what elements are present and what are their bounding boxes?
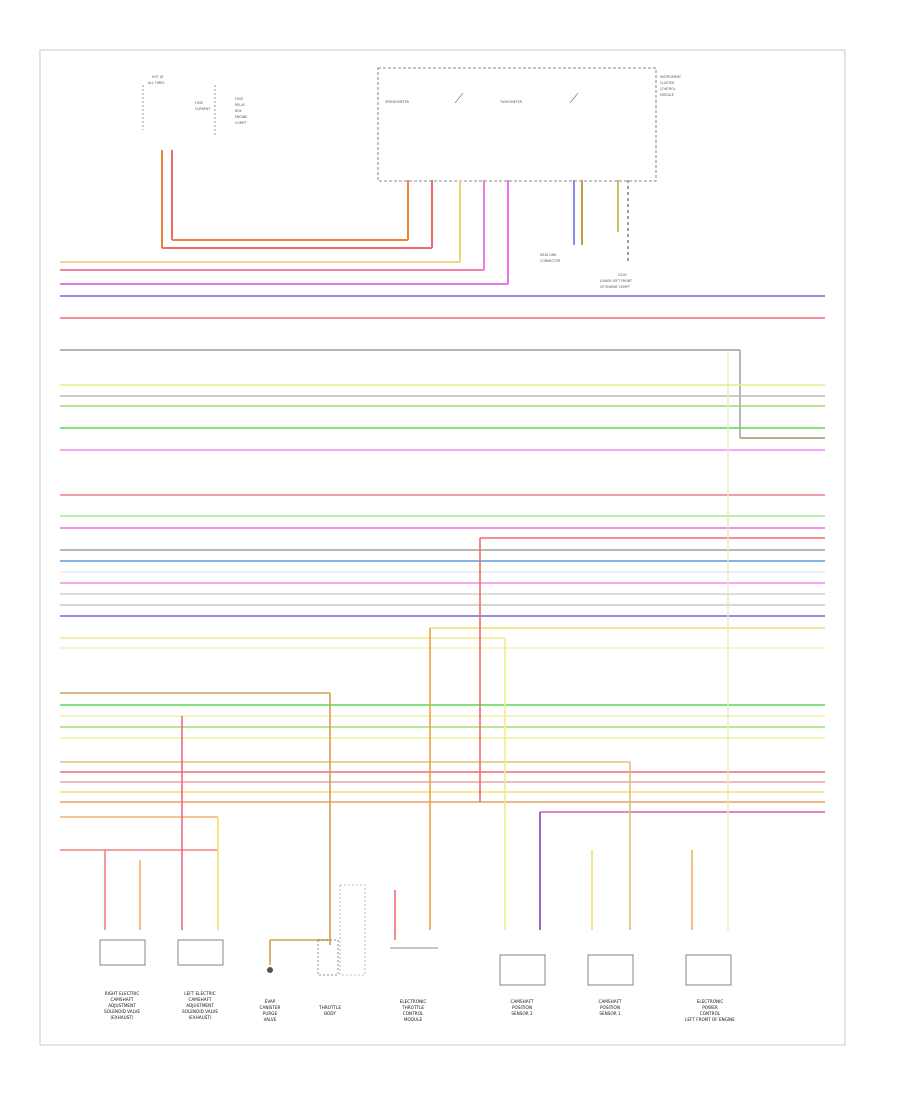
caption-4-4: MODULE [404,1017,423,1022]
caption-0-4: SOLENOID VALVE [104,1009,140,1014]
caption-5-3: SENSOR 2 [511,1011,533,1016]
component-throttle-body [317,884,366,976]
caption-4-2: THROTTLE [401,1005,424,1010]
diagram-frame [39,49,846,1046]
fuse-caption-1: FUSE [195,101,203,105]
caption-7-2: POWER [702,1005,718,1010]
caption-6-2: POSITION [600,1005,620,1010]
bus-wires [60,261,825,851]
caption-4-3: CONTROL [403,1011,424,1016]
component-power-control [685,954,732,986]
caption-0-1: RIGHT ELECTRIC [105,991,140,996]
component-right-cam-solenoid [99,939,146,966]
dlc-note-1: DATA LINK [540,253,557,257]
caption-6-3: SENSOR 1 [599,1011,621,1016]
fuse-box-caption-2: RELAY [235,103,245,107]
module-caption-2: CLUSTER [660,81,675,85]
caption-7-3: CONTROL [700,1011,721,1016]
ground-note-1: G100 [618,273,627,277]
fuse-title-2: ALL TIMES [148,81,164,85]
module-caption-4: MODULE [660,93,674,97]
dlc-note-2: CONNECTOR [540,259,561,263]
caption-1-4: SOLENOID VALVE [182,1009,218,1014]
component-cam-sensor-2 [499,954,546,986]
speedometer-label: SPEEDOMETER [385,100,410,104]
caption-2-2: CANISTER [260,1005,281,1010]
caption-1-3: ADJUSTMENT [186,1003,214,1008]
component-cam-sensor-1 [587,954,634,986]
component-evap-valve [267,967,273,973]
caption-1-1: LEFT ELECTRIC [184,991,215,996]
fuse-box-caption-3: BOX [235,109,242,113]
caption-6-1: CAMSHAFT [599,999,622,1004]
caption-7-1: ELECTRONIC [697,999,724,1004]
fuse-box-caption-1: FUSE [235,97,243,101]
fuse-title-1: HOT AT [152,75,164,79]
caption-3-2: BODY [324,1011,336,1016]
caption-4-1: ELECTRONIC [400,999,427,1004]
caption-0-3: ADJUSTMENT [108,1003,136,1008]
caption-2-3: PURGE [263,1011,278,1016]
fuse-caption-2: CURRENT [195,107,210,111]
tachometer-label: TACHOMETER [499,100,523,104]
caption-0-5: (EXHAUST) [110,1015,133,1020]
fuse-box-caption-4: ENGINE [235,115,247,119]
module-caption-1: INSTRUMENT [660,75,681,79]
module-caption-3: CONTROL [660,87,676,91]
caption-5-1: CAMSHAFT [511,999,534,1004]
caption-1-5: (EXHAUST) [188,1015,211,1020]
ground-note-3: OF ENGINE COMPT [600,285,630,289]
caption-3-1: THROTTLE [318,1005,341,1010]
vertical-drops [104,350,729,965]
caption-7-4: LEFT FRONT OF ENGINE [685,1017,735,1022]
ground-note-2: LOWER LEFT FRONT [600,279,632,283]
fuse-box-caption-5: COMPT [235,121,246,125]
caption-2-4: VALVE [264,1017,277,1022]
caption-0-2: CAMSHAFT [111,997,134,1002]
component-left-cam-solenoid [177,939,224,966]
module-connector-stubs [161,150,629,284]
caption-5-2: POSITION [512,1005,532,1010]
caption-2-1: EVAP [265,999,276,1004]
fuse-block: HOT AT ALL TIMES FUSE CURRENT FUSE RELAY… [142,75,247,135]
component-captions: RIGHT ELECTRIC CAMSHAFT ADJUSTMENT SOLEN… [104,991,735,1022]
caption-1-2: CAMSHAFT [189,997,212,1002]
instrument-cluster-module: SPEEDOMETER TACHOMETER INSTRUMENT CLUSTE… [377,67,681,289]
